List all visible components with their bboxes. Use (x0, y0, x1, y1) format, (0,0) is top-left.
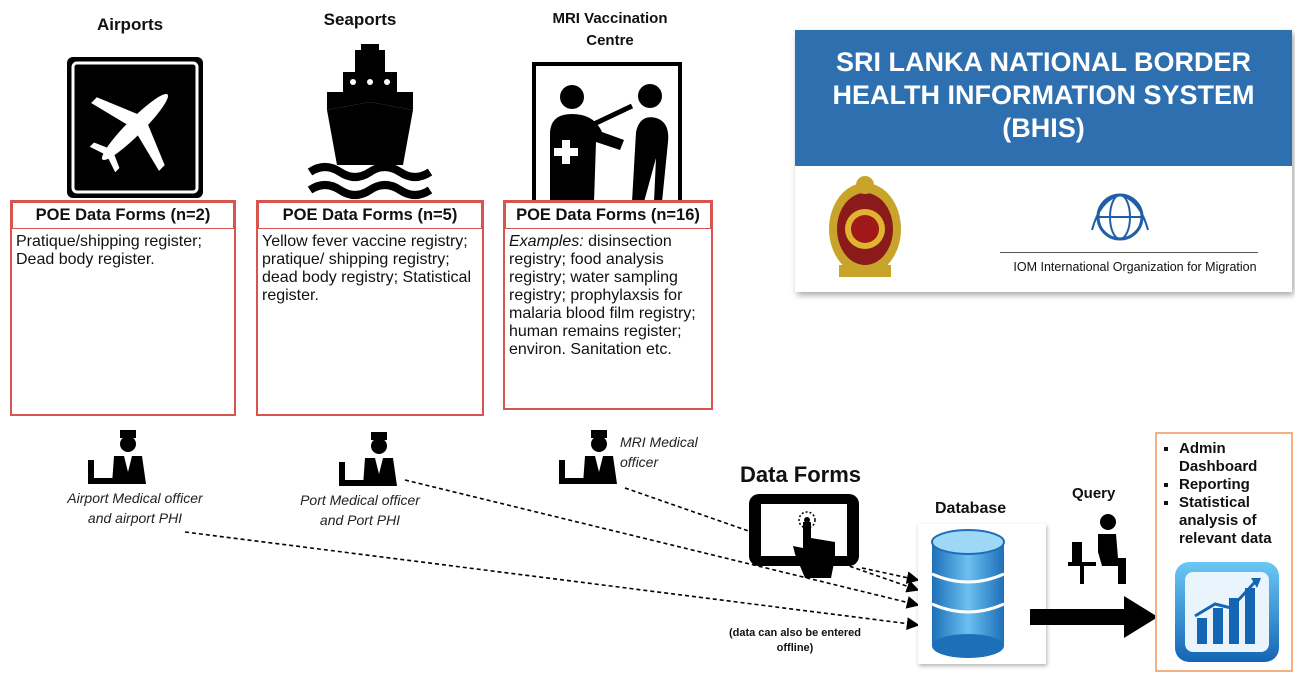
site-title-seaports: Seaports (323, 10, 397, 29)
form-text-mri-prefix: Examples: (509, 233, 584, 250)
connector-tablet (861, 567, 920, 584)
form-text-seaports: Yellow fever vaccine registry; pratique/… (262, 233, 471, 304)
bhis-title-line3: (BHIS) (1002, 113, 1085, 143)
form-box-airports: POE Data Forms (n=2) Pratique/shipping r… (10, 200, 236, 416)
user-at-computer-icon (1068, 512, 1130, 586)
vaccination-icon (532, 62, 682, 205)
offline-note-line2: offline) (776, 642, 814, 654)
form-text-mri-body: disinsection registry; food analysis reg… (509, 233, 696, 358)
bhis-title-line2: HEALTH INFORMATION SYSTEM (832, 80, 1255, 110)
form-title-airports: POE Data Forms (n=2) (12, 202, 234, 229)
query-label: Query (1072, 485, 1116, 502)
officer-label-port: Port Medical officer and Port PHI (275, 490, 445, 530)
form-title-mri: POE Data Forms (n=16) (505, 202, 711, 229)
officer-label-port-line2: and Port PHI (319, 512, 401, 528)
officer-label-mri-line2: officer (620, 454, 659, 470)
offline-note: (data can also be entered offline) (700, 626, 890, 656)
site-title-mri: MRI Vaccination Centre (530, 8, 690, 52)
form-box-mri: POE Data Forms (n=16) Examples: disinsec… (503, 200, 713, 410)
officer-label-airport: Airport Medical officer and airport PHI (40, 488, 230, 528)
form-text-mri: Examples: disinsection registry; food an… (505, 229, 711, 363)
iom-logo-icon (1090, 190, 1150, 244)
ship-icon (305, 40, 435, 205)
arrow-right-icon (1030, 596, 1158, 638)
bhis-banner: SRI LANKA NATIONAL BORDER HEALTH INFORMA… (795, 30, 1292, 166)
officer-label-mri: MRI Medical officer (620, 432, 700, 472)
database-icon (918, 524, 1046, 664)
dashboard-panel: Admin Dashboard Reporting Statistical an… (1155, 432, 1293, 672)
dashboard-item-statistical: Statistical analysis of relevant data (1179, 494, 1291, 548)
bar-chart-icon (1173, 560, 1281, 664)
bhis-title-line1: SRI LANKA NATIONAL BORDER (836, 47, 1251, 77)
iom-label: IOM International Organization for Migra… (1013, 260, 1257, 274)
officer-icon-airport (82, 428, 158, 486)
sri-lanka-emblem-icon (825, 173, 905, 281)
site-title-airports: Airports (96, 15, 164, 34)
officer-label-airport-line2: and airport PHI (87, 510, 183, 526)
form-text-airports: Pratique/shipping register; Dead body re… (16, 233, 202, 268)
bhis-card: SRI LANKA NATIONAL BORDER HEALTH INFORMA… (795, 30, 1292, 292)
offline-note-line1: (data can also be entered (728, 627, 862, 639)
data-forms-label: Data Forms (740, 462, 862, 487)
officer-label-port-line1: Port Medical officer (300, 492, 420, 508)
dashboard-item-admin: Admin Dashboard (1179, 440, 1291, 476)
dashboard-list: Admin Dashboard Reporting Statistical an… (1157, 440, 1291, 548)
officer-label-airport-line1: Airport Medical officer (67, 490, 203, 506)
officer-label-mri-line1: MRI Medical (620, 434, 698, 450)
airplane-icon (65, 55, 205, 200)
officer-icon-port (333, 430, 409, 488)
form-title-seaports: POE Data Forms (n=5) (258, 202, 482, 229)
officer-icon-mri (553, 428, 629, 486)
database-label: Database (935, 500, 1007, 517)
form-box-seaports: POE Data Forms (n=5) Yellow fever vaccin… (256, 200, 484, 416)
iom-divider (1000, 252, 1258, 253)
site-title-mri-text: MRI Vaccination Centre (552, 10, 668, 49)
dashboard-item-reporting: Reporting (1179, 476, 1291, 494)
tablet-icon (745, 488, 863, 584)
